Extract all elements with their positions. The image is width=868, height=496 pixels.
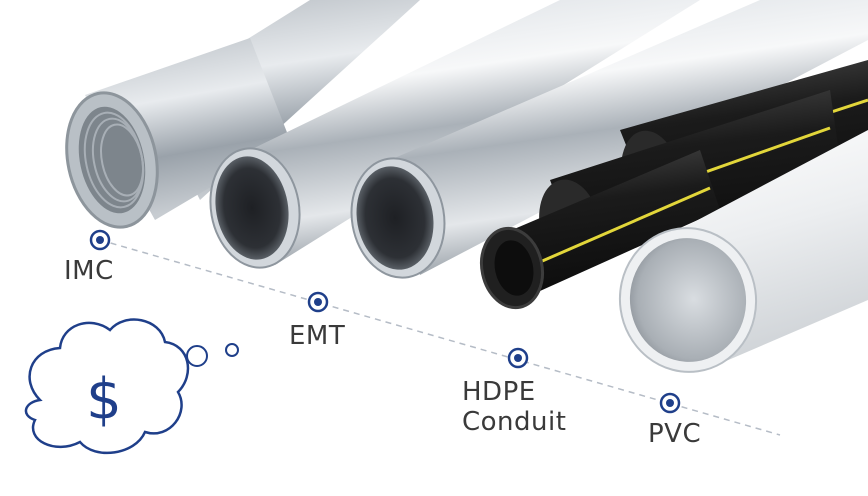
hdpe-label-line1: HDPE xyxy=(462,377,536,407)
dollar-sign-icon: $ xyxy=(86,367,122,432)
imc-label: IMC xyxy=(64,256,114,286)
emt-label: EMT xyxy=(289,321,346,351)
hdpe-label-line2: Conduit xyxy=(462,407,567,437)
thought-cloud-icon: $ xyxy=(24,318,239,455)
pvc-label: PVC xyxy=(648,419,702,449)
hdpe-marker-icon xyxy=(507,347,529,369)
imc-pipe-image xyxy=(65,0,420,229)
hdpe-conduit-label: HDPE Conduit xyxy=(462,377,566,437)
imc-marker-icon xyxy=(89,229,111,251)
cost-axis-dashed-line xyxy=(99,239,781,436)
pvc-pipe-image xyxy=(618,130,868,373)
hdpe-conduit-image xyxy=(479,60,868,310)
pvc-marker-icon xyxy=(659,392,681,414)
emt-marker-icon xyxy=(307,291,329,313)
